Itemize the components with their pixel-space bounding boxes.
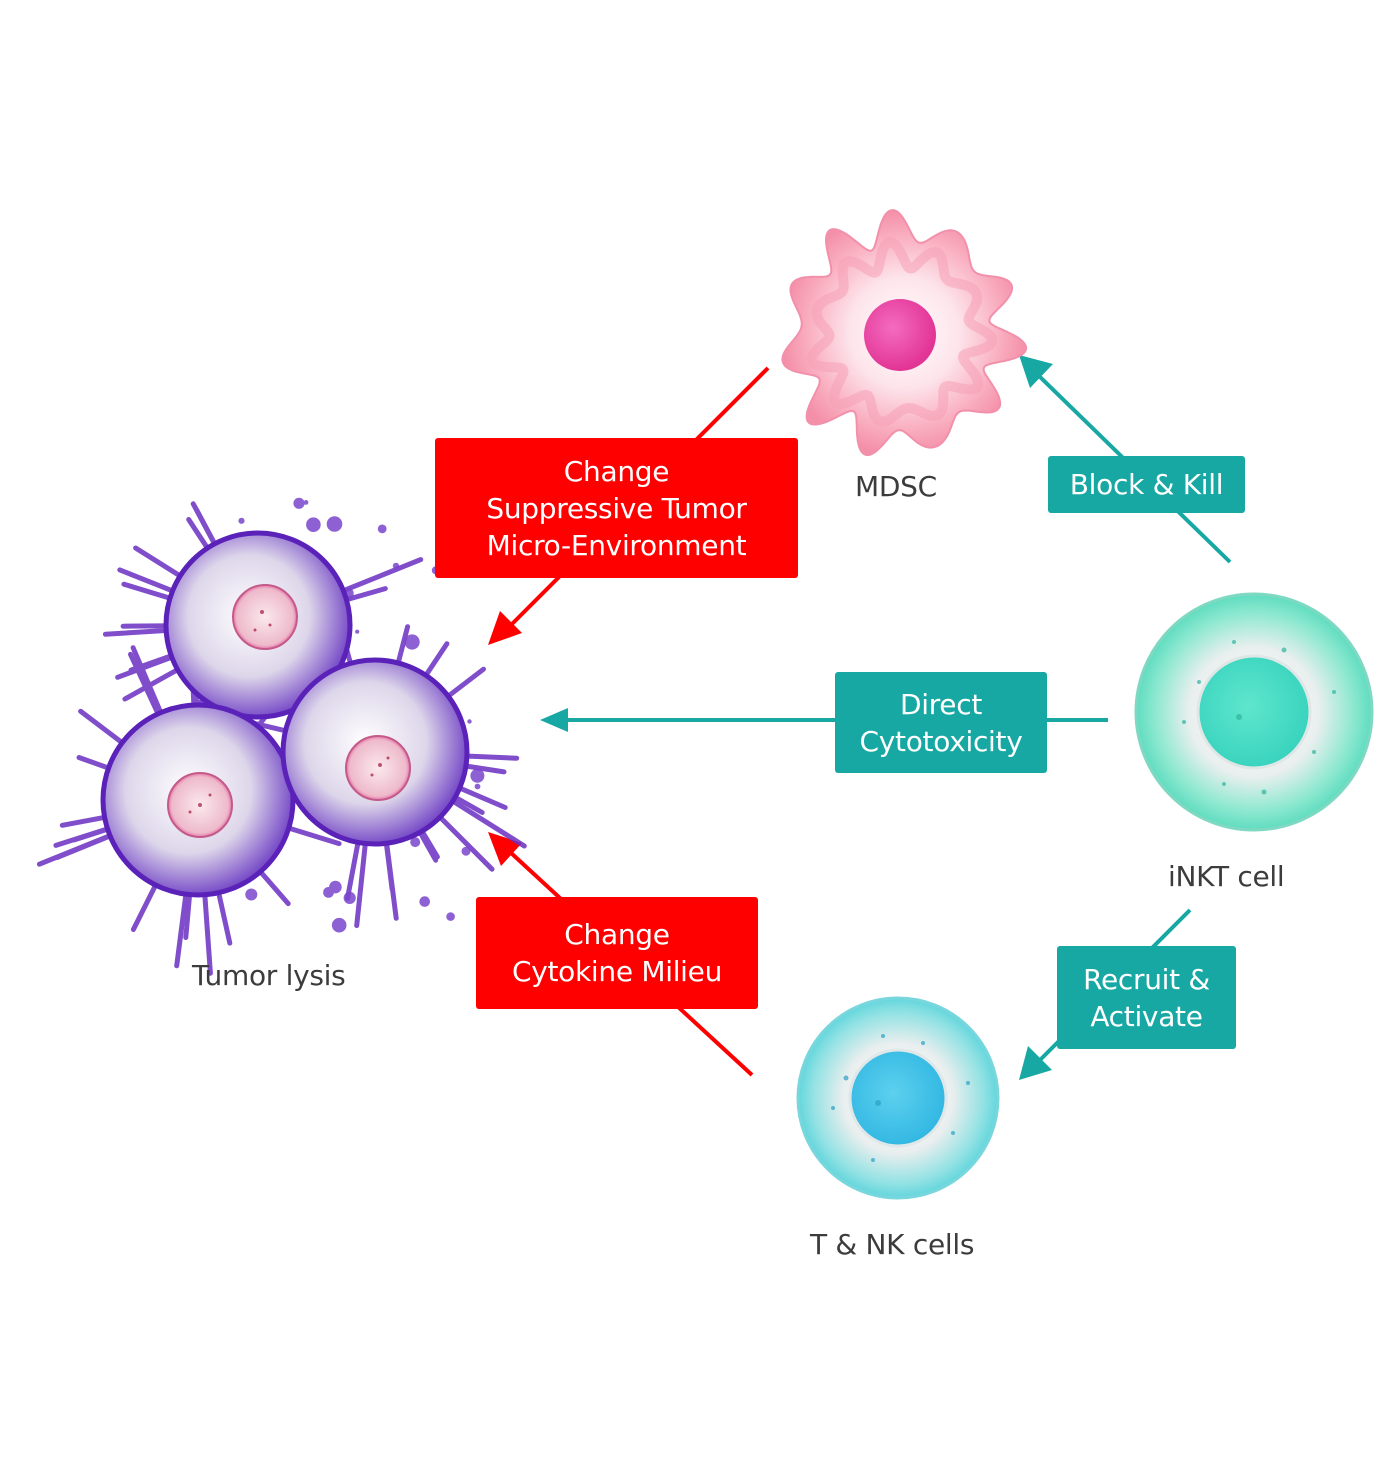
tumor-lysis-label: Tumor lysis <box>192 959 346 992</box>
tumor-debris <box>474 783 481 790</box>
tumor-cell <box>163 530 353 720</box>
arrowhead-icon <box>1019 355 1053 388</box>
tumor-debris <box>343 891 356 905</box>
tumor-debris <box>331 917 347 933</box>
tumor-spike <box>201 882 213 976</box>
t-nk-label: T & NK cells <box>810 1228 975 1261</box>
tumor-debris <box>306 517 321 532</box>
tumor-debris <box>470 768 485 783</box>
box-line: Cytokine Milieu <box>511 955 723 988</box>
tumor-debris <box>303 500 309 505</box>
box-line: Activate <box>1090 999 1203 1033</box>
t-nk-cell-icon <box>796 996 1000 1200</box>
block-kill-label-box: Block & Kill <box>1048 456 1245 513</box>
tumor-debris <box>245 888 258 901</box>
tumor-debris <box>293 497 305 509</box>
tumor-spike <box>36 829 122 867</box>
inkt-cell-icon <box>1134 592 1374 832</box>
change-tme-label-box: Change Suppressive Tumor Micro-Environme… <box>435 438 798 578</box>
box-line: Change <box>564 918 670 951</box>
box-line: Recruit & <box>1083 962 1210 996</box>
box-line: Suppressive Tumor <box>486 491 747 525</box>
tumor-debris <box>323 887 334 898</box>
tumor-spike <box>130 645 168 725</box>
mdsc-cell-icon <box>781 209 1028 457</box>
tumor-debris <box>419 896 431 907</box>
tumor-debris <box>238 517 245 524</box>
tumor-cell <box>280 657 470 847</box>
tumor-spike <box>174 881 190 969</box>
tumor-debris <box>446 912 455 921</box>
tumor-debris <box>404 634 420 650</box>
tumor-cells-icon <box>36 497 527 976</box>
arrowhead-icon <box>540 708 568 732</box>
tumor-spike <box>128 651 165 726</box>
box-line: Cytotoxicity <box>859 724 1023 758</box>
change-cytokine-label-box: Change Cytokine Milieu <box>476 897 758 1009</box>
arrowhead-icon <box>1019 1046 1052 1080</box>
box-line: Micro-Environment <box>486 528 747 562</box>
tumor-spike <box>354 831 369 929</box>
tumor-debris <box>461 846 471 856</box>
tumor-spike <box>430 807 495 872</box>
box-line: Block & Kill <box>1069 468 1224 501</box>
tumor-debris <box>326 516 343 532</box>
tumor-debris <box>467 719 472 724</box>
tumor-spike <box>441 793 527 849</box>
tumor-debris <box>377 524 387 534</box>
inkt-label: iNKT cell <box>1168 860 1285 893</box>
box-line: Change <box>563 454 670 488</box>
tumor-debris <box>392 562 400 570</box>
mdsc-label: MDSC <box>855 470 937 503</box>
box-line: Direct <box>899 687 983 721</box>
tumor-debris <box>410 837 421 848</box>
tumor-debris <box>355 629 360 634</box>
recruit-activate-label-box: Recruit & Activate <box>1057 946 1236 1049</box>
direct-cytotoxicity-label-box: Direct Cytotoxicity <box>835 672 1047 773</box>
tumor-cell <box>100 702 296 898</box>
arrowhead-icon <box>488 611 522 645</box>
